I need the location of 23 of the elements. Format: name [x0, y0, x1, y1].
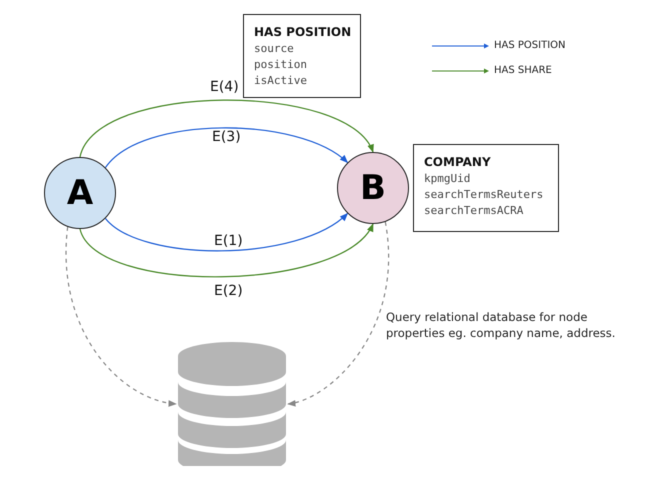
dashed-arrow — [65, 226, 177, 406]
legend-text: HAS SHARE — [494, 65, 552, 77]
property-name: source — [254, 41, 295, 57]
legend-text: HAS POSITION — [494, 40, 566, 52]
node-letter: B — [360, 171, 386, 205]
arrow — [79, 100, 374, 158]
database-cylinder — [178, 342, 286, 466]
property-name: searchTermsReuters — [424, 187, 544, 203]
arrow — [105, 127, 348, 168]
node-letter: A — [66, 176, 94, 210]
property-name: position — [254, 57, 308, 73]
arrow — [79, 223, 374, 278]
property-box — [413, 144, 559, 232]
property-box — [243, 14, 361, 98]
property-name: isActive — [254, 73, 308, 89]
property-name: kpmgUid — [424, 171, 472, 187]
note-text: Query relational database for node properties eg. company name, address. — [386, 309, 616, 341]
dashed-arrow — [287, 222, 389, 406]
node-circle — [44, 157, 116, 229]
arrow — [105, 212, 348, 252]
box-heading: COMPANY — [424, 154, 492, 171]
property-name: searchTermsACRA — [424, 203, 524, 219]
box-heading: HAS POSITION — [254, 24, 350, 41]
